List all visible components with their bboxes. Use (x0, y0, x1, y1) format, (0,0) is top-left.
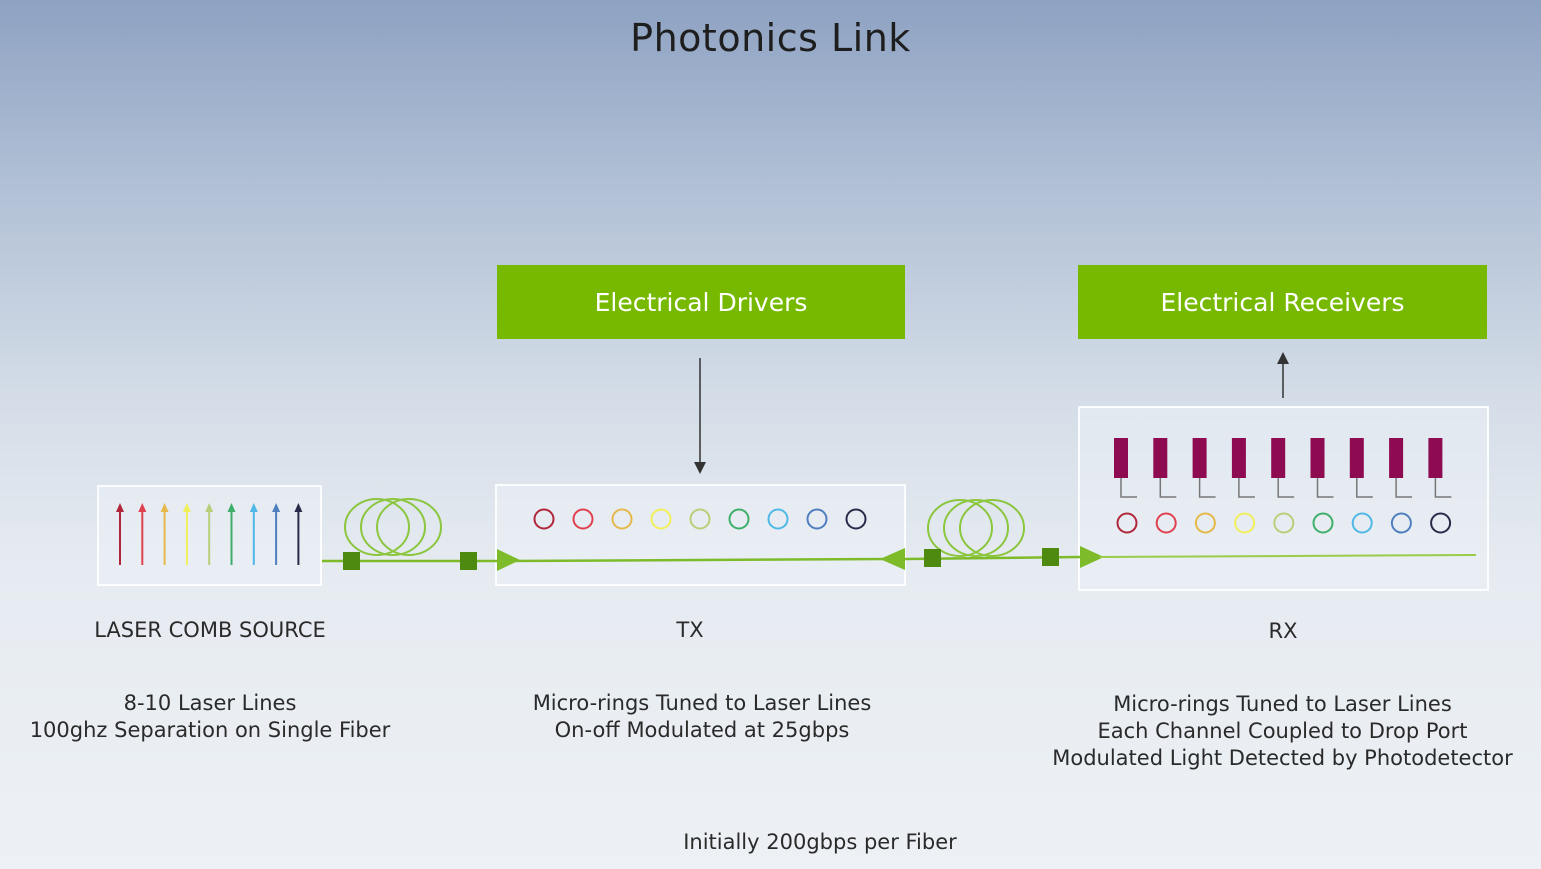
fiber-connector-icon (924, 549, 941, 567)
drop-port-line (1434, 478, 1452, 498)
tx-micro-ring-icon (806, 508, 828, 530)
fiber-coil-icon (959, 499, 1025, 557)
laser-comb-label: LASER COMB SOURCE (94, 618, 326, 642)
tx-micro-ring-icon (767, 508, 789, 530)
electrical-drivers-block: Electrical Drivers (497, 265, 905, 339)
fiber-coil-icon (376, 498, 442, 556)
laser-comb-description: 8-10 Laser Lines 100ghz Separation on Si… (29, 691, 391, 742)
fiber-coil-icon (344, 498, 410, 556)
fiber-connector-icon (343, 552, 360, 570)
waveguide-input-arrow-icon (497, 549, 520, 571)
tx-micro-ring-icon (611, 508, 633, 530)
fiber-connector-icon (460, 552, 477, 570)
rx-micro-ring-icon (1155, 512, 1177, 534)
tx-micro-ring-icon (728, 508, 750, 530)
fiber-coil-icon (943, 499, 1009, 557)
photodetector-icon (1389, 438, 1404, 478)
page-title: Photonics Link (630, 16, 911, 60)
drop-port-line (1120, 478, 1137, 498)
rx-micro-ring-icon (1234, 512, 1256, 534)
tx-micro-ring-icon (650, 508, 672, 530)
drop-port-line (1238, 478, 1255, 498)
laser-line-arrowhead-icon (272, 503, 281, 512)
drop-port-line (1277, 478, 1295, 498)
tx-micro-ring-icon (689, 508, 711, 530)
rx-micro-ring-icon (1194, 512, 1216, 534)
tx-micro-ring-icon (845, 508, 867, 530)
drop-port-line (1159, 478, 1177, 498)
photodetector-icon (1310, 438, 1325, 478)
laser-line-arrowhead-icon (182, 503, 191, 512)
rx-waveguide (1099, 554, 1477, 558)
drop-port-line (1316, 478, 1334, 498)
drop-port-line (1356, 478, 1373, 498)
fiber-coil-icon (927, 499, 993, 557)
laser-line-arrowhead-icon (205, 503, 214, 512)
photodetector-icon (1428, 438, 1443, 478)
rx-micro-ring-icon (1430, 512, 1452, 534)
laser-line-arrowhead-icon (227, 503, 236, 512)
footer-note: Initially 200gbps per Fiber (683, 830, 957, 854)
tx-label: TX (676, 618, 704, 642)
laser-line-arrowhead-icon (116, 503, 124, 512)
electrical-receivers-label: Electrical Receivers (1160, 287, 1405, 317)
waveguide-input-arrow-icon (1080, 546, 1104, 568)
rx-label: RX (1268, 619, 1298, 643)
tx-panel (495, 484, 906, 586)
fiber-connector-icon (1042, 548, 1059, 566)
rx-micro-ring-icon (1273, 512, 1295, 534)
electrical-drivers-label: Electrical Drivers (594, 287, 808, 317)
drop-port-line (1198, 478, 1216, 498)
laser-line-arrowhead-icon (294, 503, 303, 512)
rx-micro-ring-icon (1390, 512, 1412, 534)
photodetector-icon (1192, 438, 1207, 478)
laser-line-arrowhead-icon (160, 503, 169, 512)
photodetector-icon (1153, 438, 1168, 478)
electrical-receivers-block: Electrical Receivers (1078, 265, 1487, 339)
photodetector-icon (1271, 438, 1286, 478)
tx-micro-ring-icon (572, 508, 594, 530)
rx-micro-ring-icon (1351, 512, 1373, 534)
photodetector-icon (1231, 438, 1246, 478)
tx-micro-ring-icon (533, 508, 555, 530)
drop-port-line (1395, 478, 1413, 498)
rx-description: Micro-rings Tuned to Laser Lines Each Ch… (1052, 692, 1513, 770)
tx-waveguide (509, 557, 891, 563)
laser-line-arrowhead-icon (249, 503, 258, 512)
rx-micro-ring-icon (1312, 512, 1334, 534)
photodetector-icon (1349, 438, 1364, 478)
waveguide-output-arrow-icon (880, 548, 905, 570)
tx-description: Micro-rings Tuned to Laser Lines On-off … (532, 691, 872, 742)
laser-line-arrowhead-icon (138, 503, 147, 512)
rx-micro-ring-icon (1116, 512, 1138, 534)
fiber-coil-icon (360, 498, 426, 556)
photodetector-icon (1114, 438, 1128, 478)
rx-panel (1078, 406, 1489, 591)
